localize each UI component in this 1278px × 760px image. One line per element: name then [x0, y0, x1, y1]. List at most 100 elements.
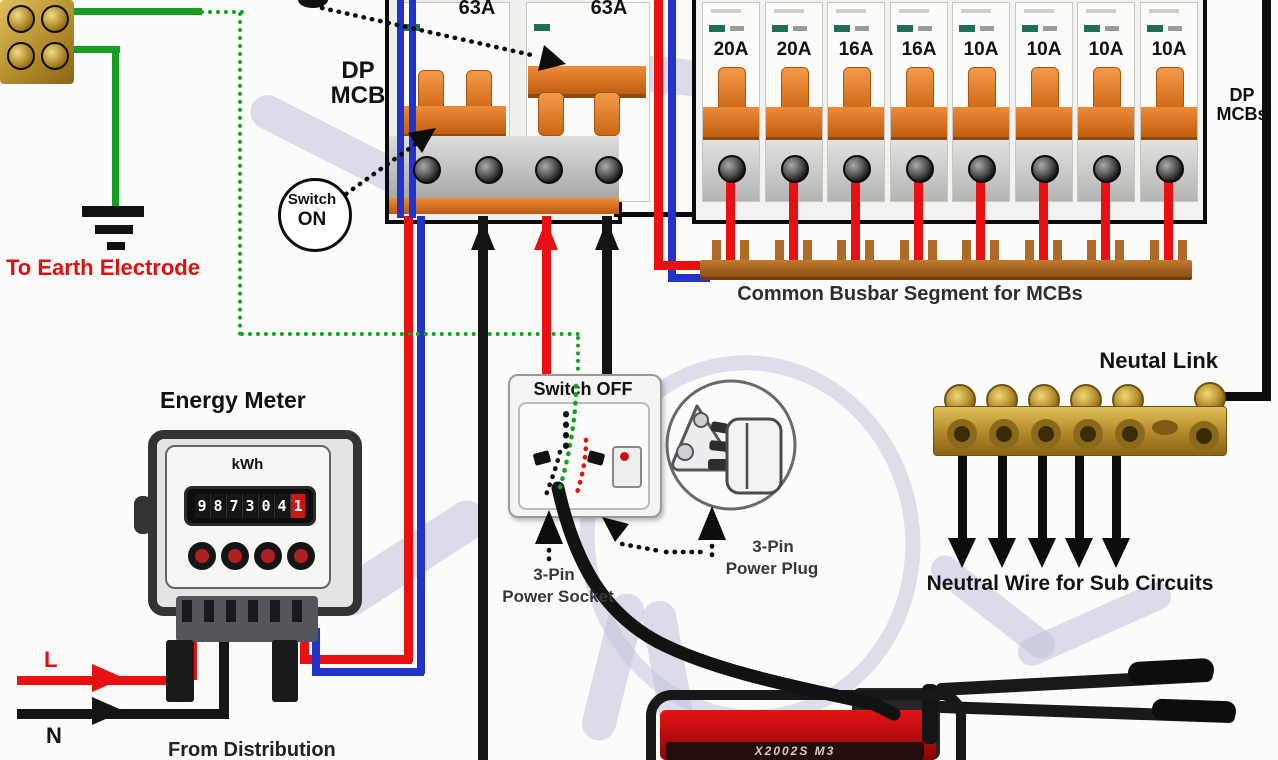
mcb-marking	[959, 25, 975, 32]
mcb-marking	[897, 25, 913, 32]
mcb-marking	[730, 26, 744, 31]
cutoff-marker	[298, 0, 328, 8]
meter-live-red	[300, 628, 309, 660]
arrow-down	[1102, 538, 1130, 568]
energy-meter-title: Energy Meter	[160, 387, 306, 413]
neutral-feed-blue	[668, 0, 676, 282]
meter-digit: 8	[210, 494, 225, 518]
switch-on-line2: ON	[297, 209, 327, 230]
neutral-link-label: Neutal Link	[1099, 348, 1218, 373]
switch-on-badge	[278, 178, 352, 252]
mcb-marking	[899, 9, 929, 13]
mcb-marking	[1105, 26, 1119, 31]
dp-mcb-toggle	[594, 92, 620, 136]
plug-caption-line1: 3-Pin	[752, 537, 794, 556]
mcb-marking	[961, 9, 991, 13]
neutral-wire-black	[1262, 0, 1271, 400]
dp-terminal-screw	[475, 156, 503, 184]
busbar-tooth	[990, 240, 999, 262]
mcb-marking	[1022, 25, 1038, 32]
mcb-toggle	[1156, 67, 1184, 111]
plug-caption-line2: Power Plug	[725, 559, 819, 578]
busbar-tooth	[712, 240, 721, 262]
busbar-tooth	[837, 240, 846, 262]
arrow-down	[988, 538, 1016, 568]
meter-live-red	[404, 216, 413, 662]
arrow-right	[92, 664, 124, 692]
busbar-label: Common Busbar Segment for MCBs	[737, 283, 1083, 305]
link-hole	[1115, 419, 1145, 449]
mcb-rating: 16A	[901, 39, 937, 60]
mcb-marking	[772, 25, 788, 32]
blue-wire	[409, 0, 416, 218]
meter-digit: 4	[274, 494, 289, 518]
mcb-marking	[709, 25, 725, 32]
terminal-screw	[41, 5, 69, 33]
socket-rocker-switch	[612, 446, 642, 488]
mcb-marking	[855, 26, 869, 31]
link-hole	[1031, 419, 1061, 449]
sp-terminal-screw	[718, 155, 746, 183]
mcb-toggle	[1093, 67, 1121, 111]
live-wire-red	[1039, 176, 1048, 264]
mcb-marking	[1168, 26, 1182, 31]
dp-mcb-toggle	[466, 70, 492, 112]
earth-wire	[112, 50, 119, 210]
link-slot	[1152, 420, 1178, 435]
mcb-toggle-band	[828, 107, 884, 140]
dp-mcb-toggle	[418, 70, 444, 112]
sp-terminal-screw	[968, 155, 996, 183]
mcb-rating: 10A	[1088, 39, 1124, 60]
mcb-marking	[793, 26, 807, 31]
live-wire-red	[851, 176, 860, 264]
earth-wire	[56, 8, 202, 15]
house-live-black	[478, 216, 488, 760]
dp-mcb-rating: 63A	[458, 0, 496, 19]
socket-caption-line1: 3-Pin	[533, 565, 575, 584]
rocker-red-dot	[620, 452, 629, 461]
mcb-toggle-band	[1078, 107, 1134, 140]
terminal-screw	[41, 42, 69, 70]
meter-screw-dot	[188, 542, 216, 570]
neutral-sub-wire	[958, 452, 967, 545]
neutral-feed-blue	[668, 274, 710, 282]
sp-terminal-screw	[843, 155, 871, 183]
mcb-toggle	[781, 67, 809, 111]
mcb-marking	[980, 26, 994, 31]
mcb-marking	[711, 9, 741, 13]
busbar-tooth	[1150, 240, 1159, 262]
socket-caption-line2: Power Socket	[502, 587, 614, 606]
sp-mcb: 20A	[765, 2, 823, 202]
sp-mcb: 10A	[1140, 2, 1198, 202]
link-hole	[1189, 421, 1219, 451]
busbar-tooth	[900, 240, 909, 262]
busbar-tooth	[740, 240, 749, 262]
mcb-toggle	[968, 67, 996, 111]
meter-terminal-teeth	[182, 600, 312, 622]
generator-label-strip: X2002S M3	[666, 742, 924, 760]
busbar-tooth	[865, 240, 874, 262]
terminal-screw	[7, 5, 35, 33]
mcb-rating: 10A	[1151, 39, 1187, 60]
socket-live-red	[542, 216, 551, 378]
mcb-toggle-band	[1016, 107, 1072, 140]
sp-mcb: 16A	[890, 2, 948, 202]
sp-terminal-screw	[1093, 155, 1121, 183]
mcb-marking	[1084, 25, 1100, 32]
generator-grip	[1151, 698, 1237, 723]
meter-screw-dot	[221, 542, 249, 570]
meter-neutral-blue	[312, 628, 320, 672]
arrow-up	[534, 220, 558, 250]
from-distribution-label: From Distribution	[168, 739, 336, 760]
ground-symbol	[82, 206, 144, 217]
mcb-rating: 16A	[838, 39, 874, 60]
mcb-toggle-band	[703, 107, 759, 140]
busbar-tooth	[962, 240, 971, 262]
blue-wire	[397, 0, 404, 218]
mcb-rating: 10A	[1026, 39, 1062, 60]
generator-grip	[1127, 657, 1215, 686]
arrow-up	[595, 220, 619, 250]
side-mcbs-label: DP MCBs	[1210, 86, 1274, 124]
meter-digit: 0	[258, 494, 273, 518]
